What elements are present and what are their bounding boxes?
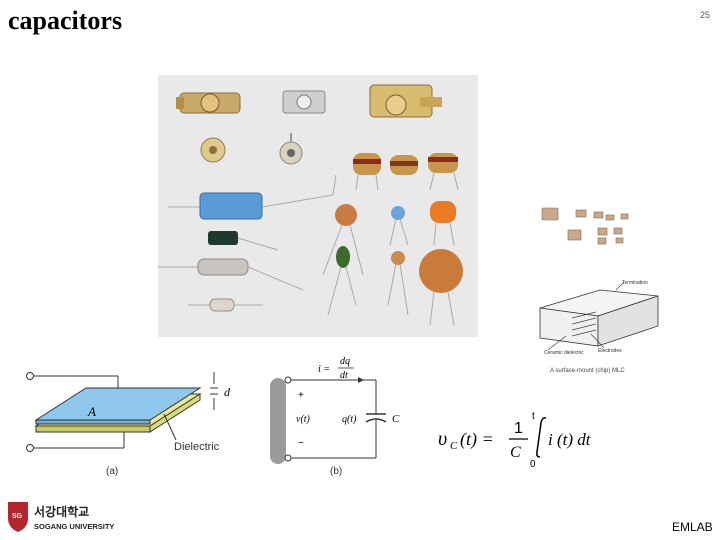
formula-integrand: i (t) dt xyxy=(548,430,592,449)
current-eq-lhs: i = xyxy=(318,364,330,375)
plate-caption: (a) xyxy=(106,466,118,477)
electrolytic-capacitor-blue xyxy=(168,174,337,220)
charge-label: q(t) xyxy=(342,414,357,425)
current-eq-den: dt xyxy=(340,370,348,381)
distance-label: d xyxy=(224,385,231,399)
formula-lhs-sub: C xyxy=(450,440,458,452)
formula-upper-limit: t xyxy=(532,411,535,422)
formula-lhs-arg: (t) = xyxy=(460,429,494,450)
formula-frac-den: C xyxy=(510,444,521,461)
page-number: 25 xyxy=(700,10,711,20)
circuit-figure: i = dq dt + v(t) − q(t) C (b) xyxy=(258,350,418,480)
voltage-label: v(t) xyxy=(296,414,311,425)
parallel-plate-figure: A d Dielectric (a) xyxy=(14,350,254,480)
capacitor-photo xyxy=(158,75,478,337)
current-eq-num: dq xyxy=(340,356,350,367)
voltage-formula: υ C (t) = 1 C t 0 i (t) dt xyxy=(436,405,606,470)
cap-label: C xyxy=(392,413,400,425)
termination-label: Termination xyxy=(622,280,648,286)
minus-sign: − xyxy=(298,438,304,449)
trimmer-capacitor-1 xyxy=(176,92,241,114)
svg-text:SG: SG xyxy=(12,513,23,520)
film-capacitors xyxy=(353,153,459,191)
logo-korean-name: 서강대학교 xyxy=(34,504,89,519)
formula-lower-limit: 0 xyxy=(530,459,536,470)
mlcc-caption: A surface-mount (chip) MLC xyxy=(550,368,625,374)
formula-lhs: υ xyxy=(438,428,447,450)
ceramic-label: Ceramic dielectric xyxy=(544,350,584,356)
slide-title: capacitors xyxy=(8,6,123,35)
dielectric-label: Dielectric xyxy=(174,441,220,453)
footer-lab-name: EMLAB xyxy=(672,520,713,534)
shield-icon xyxy=(8,502,28,532)
area-label: A xyxy=(87,404,96,419)
logo-english-name: SOGANG UNIVERSITY xyxy=(34,522,114,531)
trimmer-capacitor-3 xyxy=(369,84,442,118)
university-logo: SG 서강대학교 SOGANG UNIVERSITY xyxy=(4,498,124,534)
circuit-caption: (b) xyxy=(330,466,342,477)
mlcc-figure: Termination Ceramic dielectric Electrode… xyxy=(536,200,666,380)
electrodes-label: Electrodes xyxy=(598,348,622,354)
plus-sign: + xyxy=(298,390,304,401)
trimmer-capacitor-2 xyxy=(282,90,326,114)
formula-frac-num: 1 xyxy=(514,420,523,437)
